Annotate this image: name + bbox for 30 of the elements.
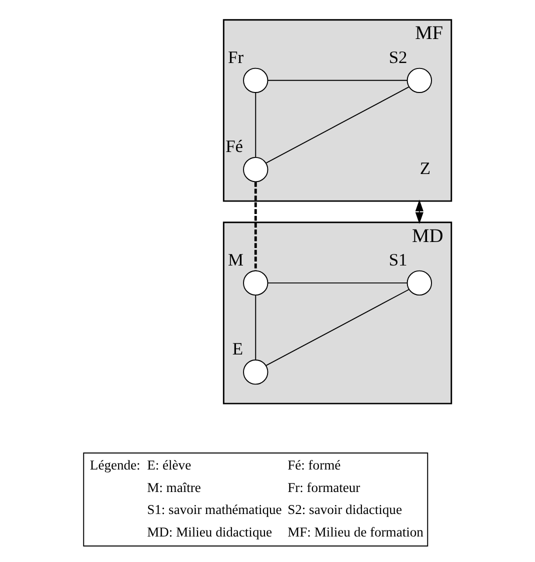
label: Fé: formé <box>288 458 341 473</box>
connector <box>267 282 408 284</box>
connector <box>255 92 256 158</box>
label: Fr: formateur <box>288 480 360 495</box>
node-label: E <box>232 338 244 359</box>
node-circle <box>406 270 432 296</box>
edge-label: Z <box>420 158 431 178</box>
node-label: Fr <box>228 46 244 67</box>
node-circle <box>243 156 268 182</box>
connector <box>266 289 410 366</box>
arrow <box>415 200 424 224</box>
connector <box>254 182 257 271</box>
label: MF: Milieu de formation <box>288 524 424 540</box>
label: M: maître <box>147 480 201 495</box>
node-label: S1 <box>388 249 408 270</box>
node-circle <box>406 68 432 93</box>
label: MD: Milieu didactique <box>147 524 272 540</box>
connector <box>255 294 256 360</box>
label: Légende: <box>90 458 140 473</box>
connector <box>267 80 408 81</box>
label: S2: savoir didactique <box>288 502 402 518</box>
node-label: M <box>228 249 244 270</box>
node-label: S2 <box>388 46 408 67</box>
label: S1: savoir mathématique <box>147 502 282 518</box>
node-circle <box>243 68 268 93</box>
node-circle <box>243 270 268 296</box>
label: E: élève <box>147 458 192 473</box>
node-circle <box>243 360 268 385</box>
node-label: Fé <box>226 136 244 156</box>
connector <box>266 86 410 164</box>
